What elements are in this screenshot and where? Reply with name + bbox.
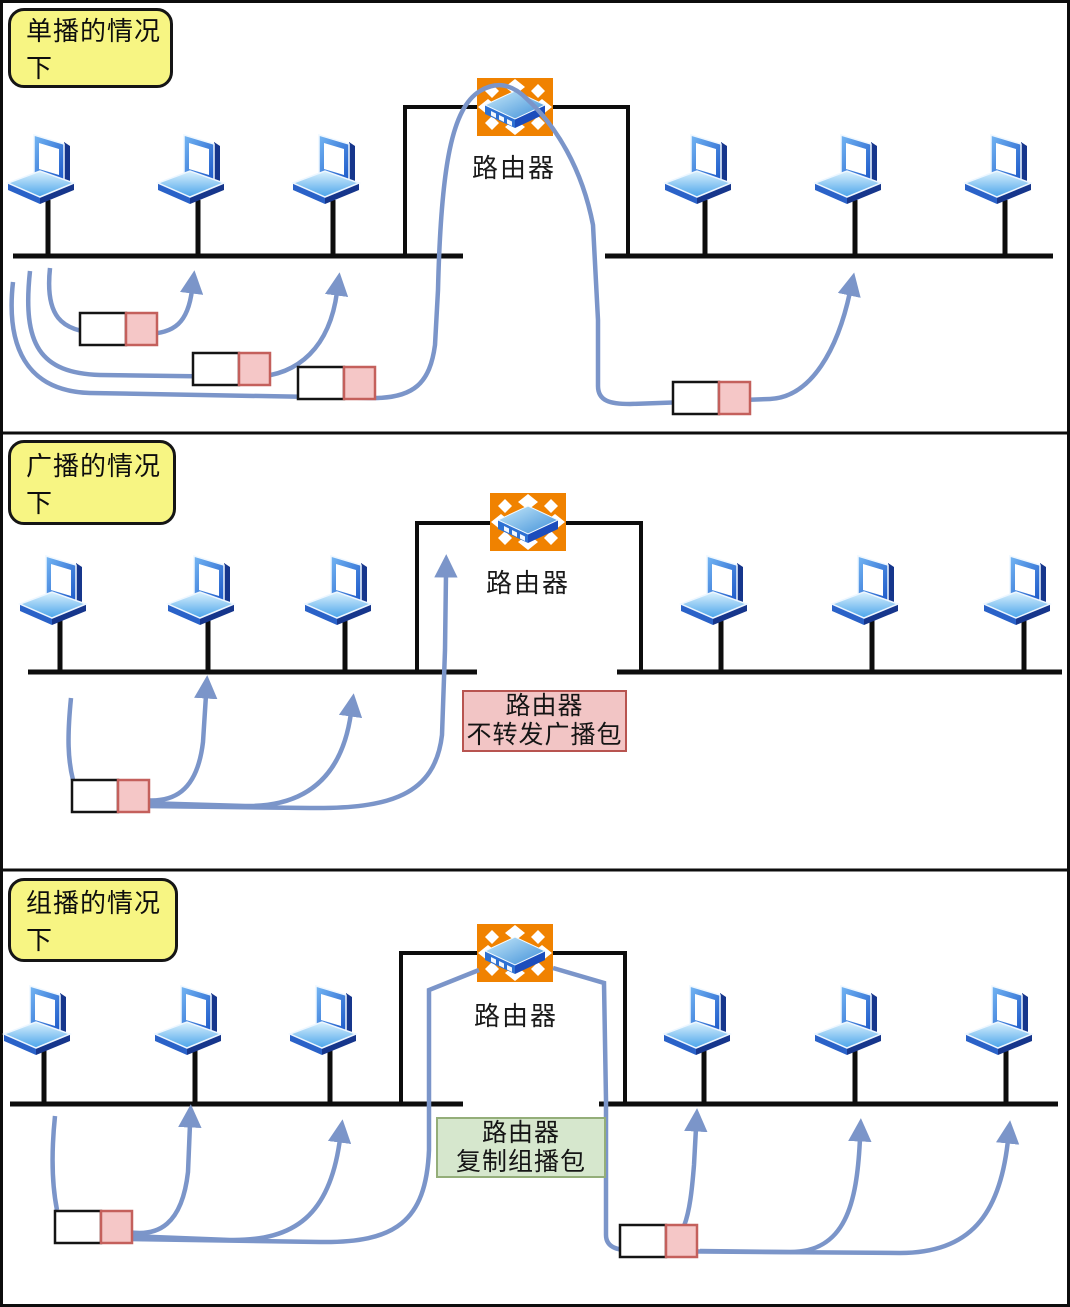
laptop-icon	[19, 555, 87, 626]
laptop-icon	[814, 985, 882, 1056]
packet-flow-arrow-to-router	[142, 554, 458, 811]
packet-box	[191, 351, 272, 387]
panel-unicast	[7, 78, 1053, 416]
laptop-icon	[814, 134, 882, 205]
laptop-icon	[831, 555, 899, 626]
note-line: 路由器	[505, 692, 584, 720]
packet-box	[78, 311, 159, 347]
panel-title-multicast: 组播的情况下	[8, 878, 178, 962]
laptop-icon	[965, 985, 1033, 1056]
packet-box	[618, 1223, 699, 1259]
laptop-icon	[154, 985, 222, 1056]
laptop-drop-lines	[41, 1048, 1009, 1104]
packet-box	[53, 1209, 134, 1245]
packet-flow-arrow	[699, 1118, 872, 1255]
laptop-icon	[7, 134, 75, 205]
panel-title-unicast: 单播的情况下	[8, 8, 173, 88]
laptop-icon	[3, 985, 71, 1056]
packet-flow-arrow	[127, 1104, 202, 1236]
router-icon	[477, 924, 553, 982]
router-icon	[490, 493, 566, 551]
note-line: 路由器	[481, 1118, 560, 1147]
packet-flow-arrow	[142, 675, 218, 803]
packet-box	[70, 778, 151, 814]
packet-flow-arrow-through-router	[9, 82, 861, 407]
panel-multicast	[3, 924, 1058, 1259]
laptop-icon	[983, 555, 1051, 626]
multicast-flow-arrows	[50, 965, 1020, 1256]
packet-box	[671, 380, 752, 416]
broadcast-flow-arrows	[66, 554, 458, 811]
broadcast-note: 路由器 不转发广播包	[462, 690, 627, 752]
laptop-icon	[292, 134, 360, 205]
packet-source-line	[66, 697, 76, 781]
packet-source-line	[50, 1115, 60, 1211]
note-line: 不转发广播包	[466, 721, 623, 749]
panel-title-broadcast: 广播的情况下	[8, 440, 176, 525]
laptop-icon	[664, 134, 732, 205]
laptop-icon	[663, 985, 731, 1056]
unicast-flow-arrows	[9, 82, 861, 407]
laptop-icon	[680, 555, 748, 626]
panel-title-text: 单播的情况下	[26, 16, 162, 83]
router-label: 路由器	[473, 1001, 558, 1031]
packet-flow-line-to-router	[127, 967, 480, 1245]
packet-flow-arrow	[25, 270, 349, 380]
laptop-icon	[289, 985, 357, 1056]
laptop-drop-lines	[45, 200, 1008, 256]
packet-box	[296, 365, 377, 401]
multicast-note: 路由器 复制组播包	[436, 1117, 606, 1178]
note-line: 复制组播包	[455, 1147, 586, 1176]
router-label: 路由器	[471, 153, 556, 183]
laptop-icon	[964, 134, 1032, 205]
laptop-drop-lines	[57, 616, 1027, 672]
laptop-icon	[167, 555, 235, 626]
laptop-icon	[157, 134, 225, 205]
packet-flow-arrow-from-router	[552, 965, 1020, 1256]
router-label: 路由器	[485, 568, 570, 598]
packet-flow-arrow	[142, 693, 363, 809]
panel-title-text: 广播的情况下	[26, 450, 162, 518]
panel-title-text: 组播的情况下	[26, 888, 162, 955]
laptop-icon	[304, 555, 372, 626]
panel-broadcast	[19, 493, 1062, 814]
packet-flow-arrow	[127, 1119, 352, 1243]
